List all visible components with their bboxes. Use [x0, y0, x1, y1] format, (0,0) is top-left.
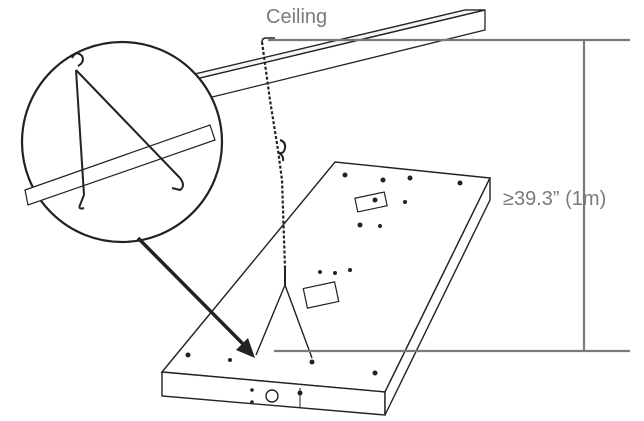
hook-icon [71, 52, 184, 210]
panel-hardware [185, 172, 463, 404]
min-height-label: ≥39.3” (1m) [503, 188, 607, 210]
detail-magnifier [20, 40, 224, 244]
ceiling-beam [177, 9, 486, 101]
led-panel [160, 161, 492, 416]
hanging-chain [255, 37, 313, 359]
ceiling-label: Ceiling [266, 6, 328, 28]
pointer-arrow [136, 236, 255, 358]
dimension-lines [268, 38, 630, 353]
